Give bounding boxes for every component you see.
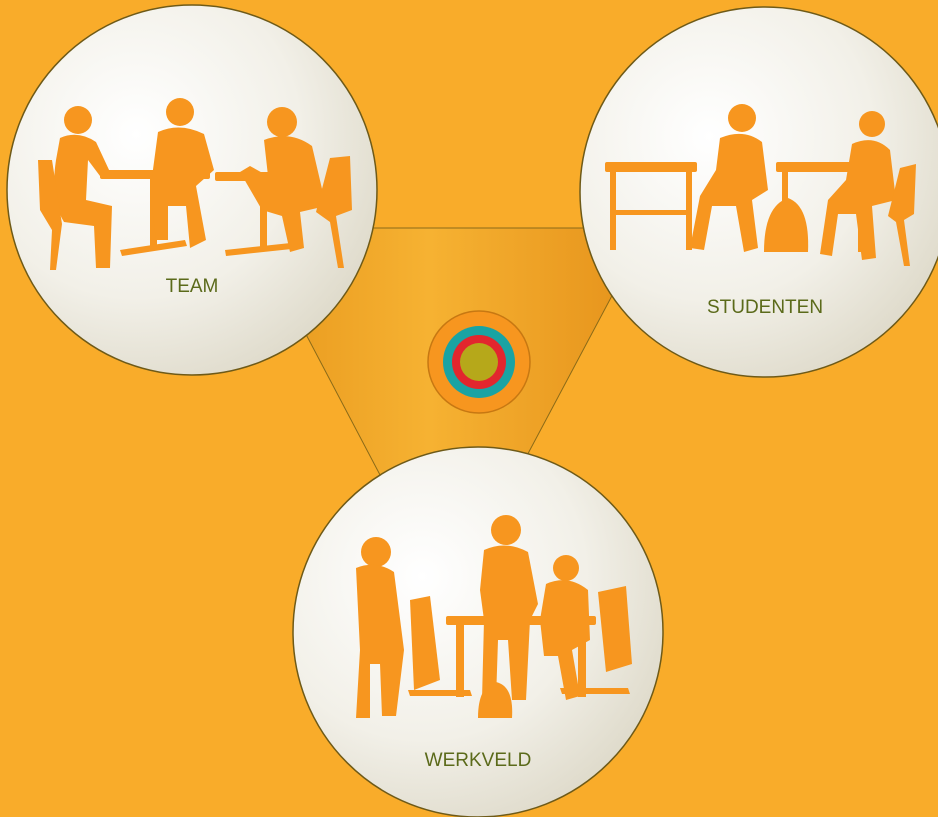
- node-team: TEAM: [6, 4, 378, 376]
- team-silhouette-icon: [38, 98, 352, 270]
- connecting-triangle: [249, 227, 649, 606]
- werkveld-silhouette-icon: [356, 515, 632, 718]
- studenten-silhouette-icon: [605, 104, 916, 266]
- werkveld-label: WERKVELD: [425, 750, 532, 771]
- team-label: TEAM: [166, 276, 219, 297]
- node-werkveld: WERKVELD: [292, 446, 664, 817]
- studenten-label: STUDENTEN: [707, 297, 823, 318]
- node-studenten: STUDENTEN: [579, 6, 938, 378]
- target-icon: [427, 310, 531, 414]
